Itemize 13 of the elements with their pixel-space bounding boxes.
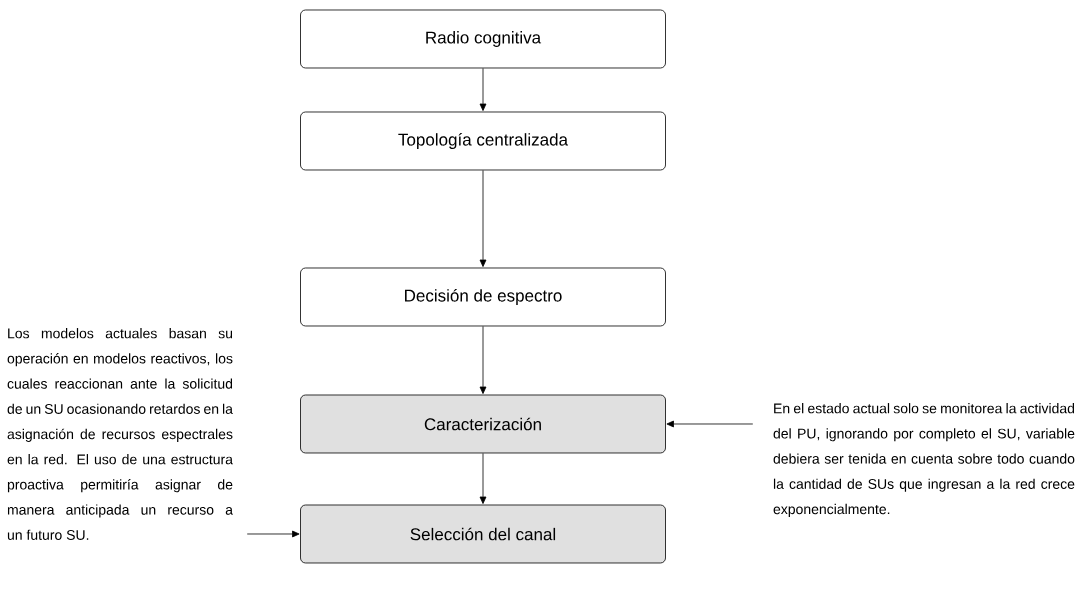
process-box: Selección del canal [300,504,666,564]
arrow [246,530,300,538]
process-box: Topología centralizada [300,111,666,171]
arrow [479,170,487,267]
arrow [666,420,754,428]
process-box: Caracterización [300,394,666,454]
arrow [479,326,487,394]
arrow [479,453,487,504]
process-box: Radio cognitiva [300,9,666,69]
process-box: Decisión de espectro [300,267,666,327]
note-text: Los modelos actuales basan su operación en modelos reactivos, los cuales reaccionan ante la solicitud de un SU ocasionando retardos en la asignación de recursos espectrales en la red. El uso de una estructura proactiva permitiría asignar de manera anticipada un recurso a un futuro SU. [7,328,233,540]
arrow [479,68,487,111]
note-text: En el estado actual solo se monitorea la actividad del PU, ignorando por completo el SU, variable debiera ser tenida en cuenta sobre todo cuando la cantidad de SUs que ingresan a la red crece exponencialmente. [773,403,1075,517]
